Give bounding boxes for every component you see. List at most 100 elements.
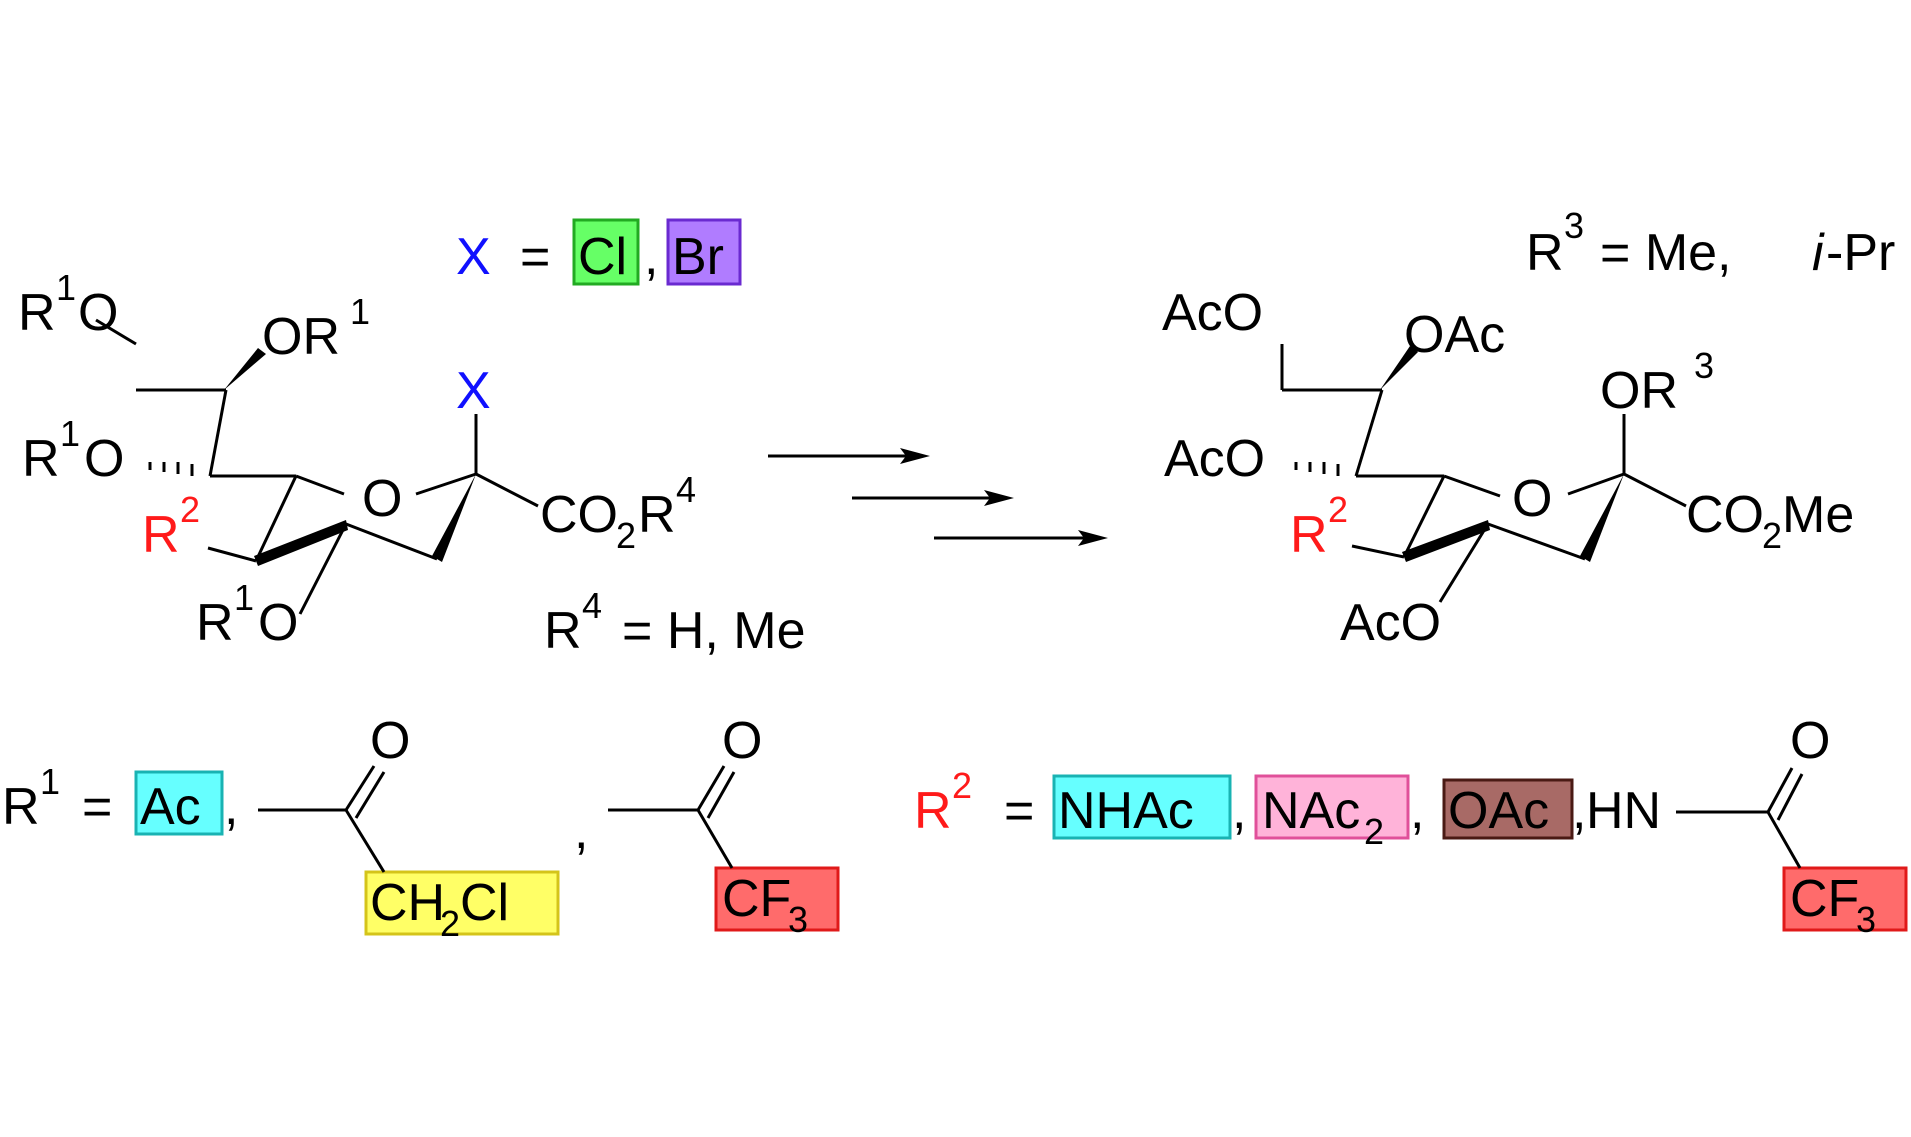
r1-equals: = xyxy=(82,778,112,836)
r1-bond xyxy=(354,771,386,819)
product-hashed-bond xyxy=(1294,462,1340,476)
reaction-arrows xyxy=(768,448,1108,546)
r1-ch2cl-sub: 2 xyxy=(440,903,460,944)
start-r1o-c-o: O xyxy=(258,594,298,652)
r2-r: R xyxy=(914,782,952,840)
start-ring-wedge xyxy=(432,474,476,562)
r3-ipr: -Pr xyxy=(1826,224,1895,282)
r2-equals: = xyxy=(1004,782,1034,840)
product-bond xyxy=(1351,544,1405,559)
r3-value: = Me, xyxy=(1600,224,1732,282)
r4-value: = H, Me xyxy=(622,602,806,660)
product-co2-me: Me xyxy=(1782,486,1854,544)
start-r2: R xyxy=(142,506,180,564)
start-r1o-r: R xyxy=(18,284,56,342)
r1-comma-2: , xyxy=(574,802,588,860)
start-r2-sup: 2 xyxy=(180,489,200,530)
r2-bond xyxy=(1766,811,1802,869)
br-highlight-box xyxy=(666,218,742,286)
r2-comma-2: , xyxy=(1410,782,1424,840)
product-aco-mid: AcO xyxy=(1164,430,1265,488)
product-or3: OR xyxy=(1600,362,1678,420)
r1-sup: 1 xyxy=(40,761,60,802)
product-ring-wedge xyxy=(1580,474,1624,562)
r4-sup: 4 xyxy=(582,585,602,626)
r1-bond xyxy=(706,771,736,819)
product-ring-bold-bond xyxy=(1402,520,1490,562)
arrow-head xyxy=(1078,530,1108,546)
start-ring-bold-bond xyxy=(254,520,348,566)
cl-highlight-box xyxy=(572,218,640,286)
r1-ch2cl-cl: Cl xyxy=(460,874,509,932)
oac-highlight-box xyxy=(1442,778,1574,840)
ac-highlight-box xyxy=(134,770,224,836)
r4-r: R xyxy=(544,602,582,660)
start-bond xyxy=(208,389,228,477)
product-ring-bond xyxy=(1567,472,1625,496)
cf3-highlight-box-2 xyxy=(1782,866,1908,932)
r1-cf3-sub: 3 xyxy=(788,899,808,940)
start-r1o-b-r: R xyxy=(22,430,60,488)
product-bond xyxy=(1354,389,1384,477)
start-r1o-b-o: O xyxy=(84,430,124,488)
start-bond xyxy=(95,318,137,346)
x-definition: X = Cl , Br xyxy=(456,218,742,286)
start-wedge-bond xyxy=(224,348,266,390)
ch2cl-highlight-box xyxy=(364,870,560,936)
start-or1: OR xyxy=(262,308,340,366)
product-r2: R xyxy=(1290,506,1328,564)
start-ring-bond xyxy=(295,474,345,496)
r2-cf3-sub: 3 xyxy=(1856,899,1876,940)
start-co2-sub: 2 xyxy=(616,515,636,556)
arrow-head xyxy=(900,448,930,464)
start-r1o-o: O xyxy=(78,284,118,342)
product-bond xyxy=(1623,472,1687,508)
r2-oac: OAc xyxy=(1448,782,1549,840)
start-co2-sup: 4 xyxy=(676,469,696,510)
r1-comma-1: , xyxy=(224,778,238,836)
start-r1o-b-sup: 1 xyxy=(60,413,80,454)
x-br: Br xyxy=(672,228,724,286)
r2-cf3: CF xyxy=(1790,870,1859,928)
start-x: X xyxy=(456,362,491,420)
product-aco-bot: AcO xyxy=(1340,594,1441,652)
product-wedge-bond xyxy=(1380,346,1418,390)
nac2-highlight-box xyxy=(1254,774,1410,840)
product-co2: CO xyxy=(1686,486,1764,544)
start-bond xyxy=(298,523,348,615)
start-ring-o: O xyxy=(362,470,402,528)
r1-r: R xyxy=(2,778,40,836)
start-co2-r: R xyxy=(638,486,676,544)
start-bond xyxy=(207,546,257,563)
r1-ch2cl: CH xyxy=(370,874,445,932)
r2-bond xyxy=(1776,773,1804,821)
arrow-head xyxy=(984,490,1014,506)
start-co2: CO xyxy=(540,486,618,544)
start-or1-sup: 1 xyxy=(350,291,370,332)
start-ring-bond xyxy=(345,522,438,561)
start-r1o-sup: 1 xyxy=(56,267,76,308)
r2-definition: R 2 = NHAc , NAc 2 , OAc , HN O CF 3 xyxy=(914,712,1908,940)
r2-sup: 2 xyxy=(952,765,972,806)
start-r1o-c-sup: 1 xyxy=(234,577,254,618)
start-ring-bond xyxy=(415,472,477,496)
r1-definition: R 1 = Ac , O CH 2 Cl , O CF 3 xyxy=(2,712,840,944)
r1-ac: Ac xyxy=(140,778,201,836)
r3-sup: 3 xyxy=(1564,205,1584,246)
product-co2-sub: 2 xyxy=(1762,515,1782,556)
r3-ipr-italic: i xyxy=(1812,224,1825,282)
r2-comma-3: , xyxy=(1572,782,1586,840)
x-symbol: X xyxy=(456,228,491,286)
x-comma: , xyxy=(644,228,658,286)
r1-bond xyxy=(696,765,726,811)
r1-o-2: O xyxy=(722,712,762,770)
r1-o-1: O xyxy=(370,712,410,770)
x-equals: = xyxy=(520,228,550,286)
product-bond xyxy=(1438,523,1490,603)
x-cl: Cl xyxy=(578,228,627,286)
start-ring-bond xyxy=(254,475,298,562)
r3-definition: R 3 = Me, i -Pr xyxy=(1526,205,1895,282)
r2-hn: HN xyxy=(1586,782,1661,840)
r2-comma-1: , xyxy=(1232,782,1246,840)
